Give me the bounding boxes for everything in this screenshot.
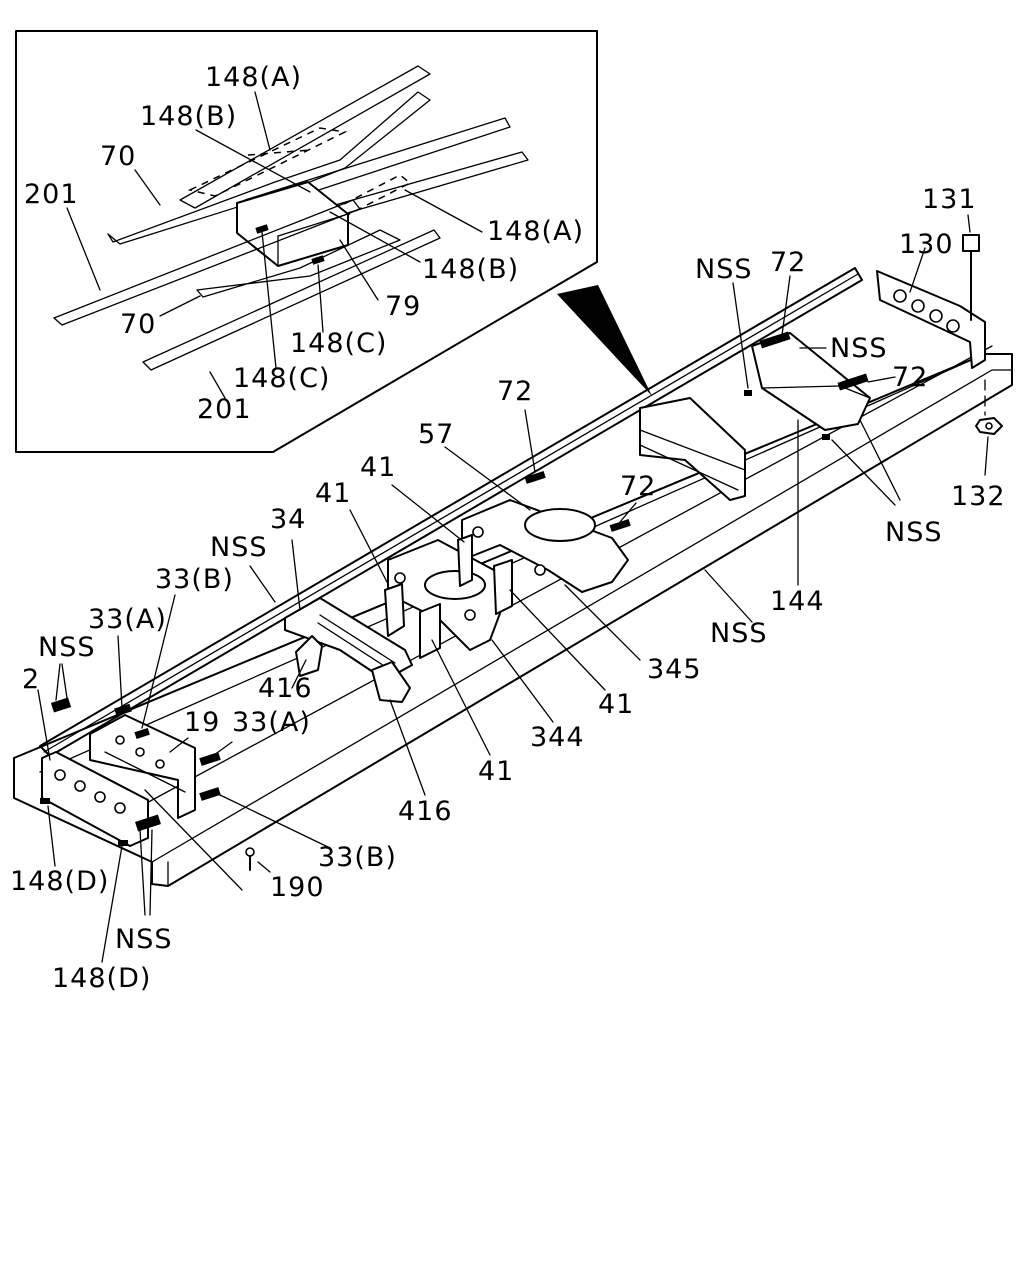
label-131: 131	[922, 184, 977, 215]
label-inset-201-bottom: 201	[197, 394, 252, 425]
label-33a-top: 33(A)	[88, 604, 167, 635]
inset-frame-201-lower	[142, 229, 441, 371]
label-416-a: 416	[258, 673, 313, 704]
label-inset-148a-top: 148(A)	[205, 62, 302, 93]
inset-pointer	[557, 285, 652, 396]
label-nss-34: NSS	[210, 532, 267, 563]
label-130: 130	[899, 229, 954, 260]
label-33b-bottom: 33(B)	[318, 842, 397, 873]
label-33b-top: 33(B)	[155, 564, 234, 595]
bolt-190	[245, 847, 255, 871]
label-inset-70-bottom: 70	[120, 309, 156, 340]
inset-frame-201-upper	[53, 199, 361, 326]
bracket-416-a	[295, 635, 323, 677]
main-frame	[13, 214, 1013, 963]
label-2: 2	[22, 664, 40, 695]
label-inset-148c-low: 148(C)	[233, 363, 330, 394]
label-inset-70-top: 70	[100, 141, 136, 172]
label-72-mid: 72	[497, 376, 533, 407]
label-nss-left: NSS	[38, 632, 95, 663]
inset-dashed-a	[187, 127, 348, 197]
label-19: 19	[184, 707, 220, 738]
label-41-b: 41	[315, 478, 351, 509]
gusset-41-c	[493, 559, 513, 615]
label-34: 34	[270, 504, 306, 535]
label-inset-148b-right: 148(B)	[422, 254, 519, 285]
label-148d-left: 148(D)	[10, 866, 109, 897]
callout-labels: 148(A) 148(B) 70 201 148(A) 148(B) 79 70…	[10, 62, 1006, 994]
label-nss-frame: NSS	[710, 618, 767, 649]
gusset-41-a	[457, 534, 473, 587]
label-72-top: 72	[770, 247, 806, 278]
crossmember-center	[639, 397, 746, 501]
inset-dashed-b	[273, 174, 412, 248]
label-132: 132	[951, 481, 1006, 512]
small-brackets	[40, 697, 221, 846]
label-148d-bottom: 148(D)	[52, 963, 151, 994]
label-inset-148b-top: 148(B)	[140, 101, 237, 132]
label-nss-bottom: NSS	[115, 924, 172, 955]
label-190: 190	[270, 872, 325, 903]
label-344: 344	[530, 722, 585, 753]
gusset-41-d	[419, 603, 441, 659]
label-41-c: 41	[598, 689, 634, 720]
inset-strip-upper	[179, 65, 431, 209]
label-416-b: 416	[398, 796, 453, 827]
label-144: 144	[770, 586, 825, 617]
label-57: 57	[418, 419, 454, 450]
label-72-right: 72	[892, 362, 928, 393]
nut-132	[975, 417, 1003, 435]
label-nss-top-right: NSS	[695, 254, 752, 285]
label-41-a: 41	[360, 452, 396, 483]
label-inset-148c-mid: 148(C)	[290, 328, 387, 359]
bracket-416-b	[371, 661, 411, 703]
label-41-d: 41	[478, 756, 514, 787]
inset-rail-70-upper	[107, 91, 431, 245]
label-345: 345	[647, 654, 702, 685]
detail-inset	[15, 30, 652, 453]
gusset-41-b	[384, 583, 405, 637]
label-inset-148a-right: 148(A)	[487, 216, 584, 247]
label-nss-72-right: NSS	[830, 333, 887, 364]
inset-rail-70-lower	[196, 229, 401, 298]
label-inset-201-left: 201	[24, 179, 79, 210]
side-rail-back	[39, 267, 863, 757]
bolt-131	[962, 234, 986, 416]
label-inset-79: 79	[385, 291, 421, 322]
leader-lines	[37, 214, 989, 963]
label-33a-mid: 33(A)	[232, 707, 311, 738]
label-72-small: 72	[620, 471, 656, 502]
inset-frame	[15, 30, 598, 453]
label-nss-144: NSS	[885, 517, 942, 548]
